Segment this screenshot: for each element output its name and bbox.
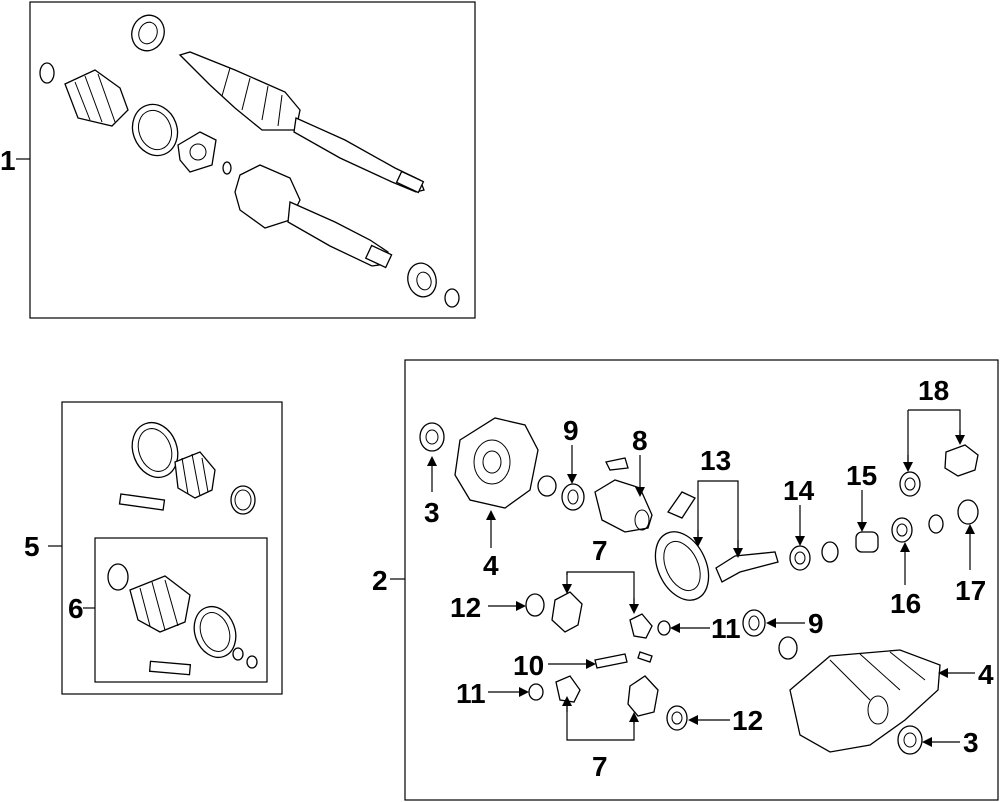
- callout-5: 5: [24, 531, 40, 562]
- callout-2: 2: [372, 565, 388, 596]
- callout-1: 1: [0, 145, 16, 176]
- callout-9-bottom: 9: [808, 608, 824, 639]
- callout-7-top: 7: [592, 535, 608, 566]
- frame-boot-kit-inner: [94, 537, 268, 683]
- callout-11-bottom: 11: [456, 678, 486, 709]
- callout-8: 8: [632, 425, 648, 456]
- callout-12-bottom: 12: [732, 705, 763, 736]
- boot-kit-parts: [107, 421, 258, 676]
- callout-12-top: 12: [450, 592, 481, 623]
- leader-lines: [16, 158, 975, 747]
- callout-9-top: 9: [563, 415, 579, 446]
- callout-labels: 1 5 6 2 3 4 9 8 13 14 15 18 16 17 7 12 1…: [0, 145, 994, 782]
- callout-6: 6: [68, 593, 84, 624]
- callout-17: 17: [955, 575, 986, 606]
- axle-assembly-parts: [39, 14, 460, 308]
- differential-parts: [419, 417, 979, 755]
- callout-4-top: 4: [483, 550, 499, 581]
- callout-3-top: 3: [424, 497, 440, 528]
- callout-15: 15: [846, 460, 877, 491]
- callout-10: 10: [513, 650, 544, 681]
- callout-14: 14: [783, 475, 815, 506]
- callout-7-bottom: 7: [592, 751, 608, 782]
- callout-16: 16: [890, 588, 921, 619]
- frame-differential: [404, 359, 999, 801]
- callout-18: 18: [918, 375, 949, 406]
- callout-3-bottom: 3: [963, 727, 979, 758]
- frame-boot-kit: [61, 401, 283, 695]
- callout-11-top: 11: [711, 613, 741, 644]
- callout-13: 13: [700, 445, 731, 476]
- callout-4-bottom: 4: [978, 659, 994, 690]
- frame-axle-assembly: [29, 1, 476, 319]
